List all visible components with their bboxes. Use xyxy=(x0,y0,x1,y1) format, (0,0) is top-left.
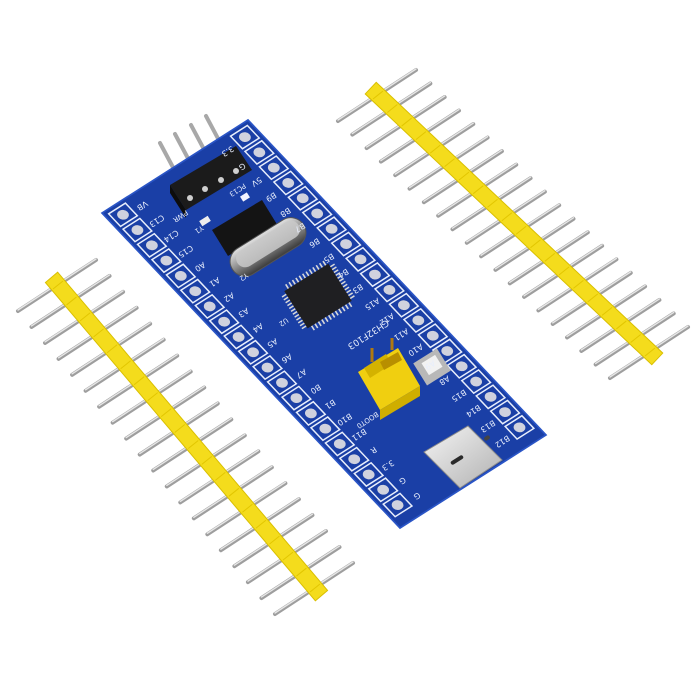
photo-canvas: VB3.3C13GC145VC15B9A0B8A1B7A2B6A3B5A4B4A… xyxy=(0,0,700,700)
product-photo: VB3.3C13GC145VC15B9A0B8A1B7A2B6A3B5A4B4A… xyxy=(0,0,700,700)
